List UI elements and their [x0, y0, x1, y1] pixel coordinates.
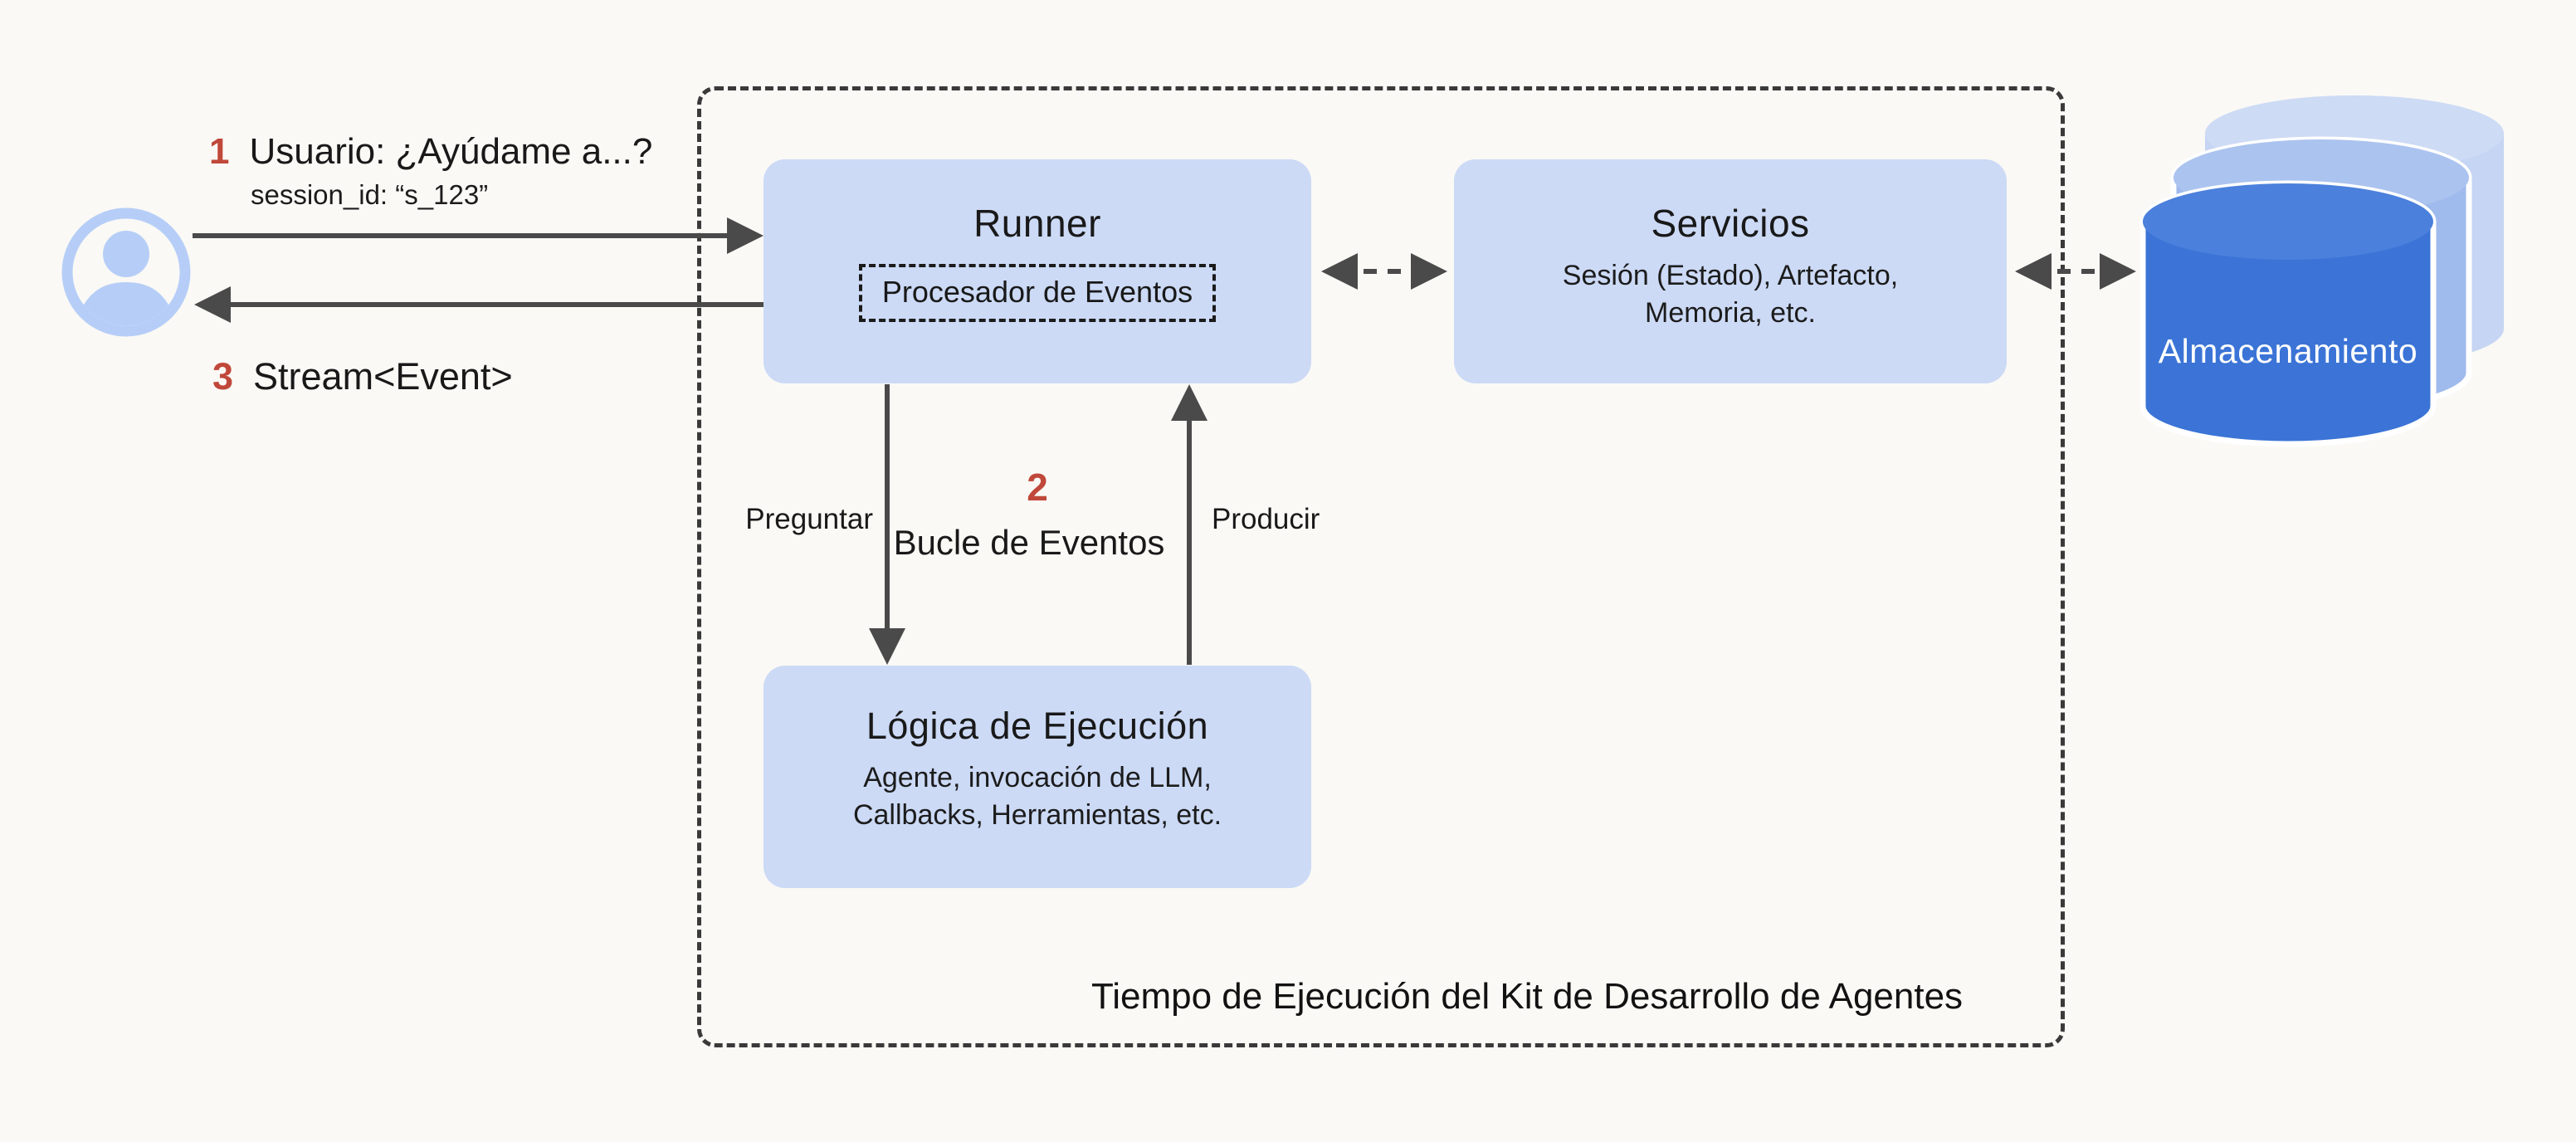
- services-title: Servicios: [1651, 202, 1810, 245]
- step1-label: Usuario: ¿Ayúdame a...?: [249, 131, 653, 172]
- user-icon-ring: [61, 207, 191, 337]
- services-box: Servicios Sesión (Estado), Artefacto, Me…: [1454, 159, 2007, 383]
- runtime-boundary-dashed-border: [697, 86, 2065, 1047]
- stream-return-arrow: [194, 286, 764, 323]
- step1-annotation: 1 Usuario: ¿Ayúdame a...?: [209, 131, 652, 173]
- user-request-arrow: [193, 217, 764, 254]
- runtime-caption: Tiempo de Ejecución del Kit de Desarroll…: [1090, 976, 1964, 1017]
- user-icon: [61, 207, 191, 337]
- storage-database-icon: Almacenamiento: [2139, 95, 2504, 447]
- event-loop-label: Bucle de Eventos: [893, 523, 1165, 562]
- storage-label: Almacenamiento: [2159, 332, 2417, 370]
- user-icon-shoulders: [72, 282, 180, 326]
- execution-logic-subtitle-line2: Callbacks, Herramientas, etc.: [852, 798, 1222, 831]
- event-processor-box: Procesador de Eventos: [858, 264, 1217, 322]
- runner-box: Runner Procesador de Eventos: [764, 159, 1311, 383]
- services-subtitle-line1: Sesión (Estado), Artefacto,: [1562, 260, 1899, 291]
- execution-logic-subtitle: Agente, invocación de LLM, Callbacks, He…: [853, 759, 1222, 834]
- ask-label: Preguntar: [745, 503, 873, 535]
- storage-cylinder-front: [2139, 180, 2437, 447]
- services-subtitle-line2: Memoria, etc.: [1645, 296, 1816, 329]
- session-id-label: session_id: “s_123”: [251, 179, 489, 210]
- services-subtitle: Sesión (Estado), Artefacto, Memoria, etc…: [1563, 257, 1898, 332]
- step1-number: 1: [209, 131, 230, 172]
- step2-number: 2: [1027, 466, 1048, 509]
- execution-logic-title: Lógica de Ejecución: [866, 705, 1209, 747]
- runner-title: Runner: [973, 202, 1101, 245]
- yield-label: Producir: [1212, 503, 1320, 535]
- user-icon-head: [103, 231, 149, 277]
- execution-logic-box: Lógica de Ejecución Agente, invocación d…: [764, 666, 1311, 888]
- step3-number: 3: [212, 355, 234, 398]
- execution-logic-subtitle-line1: Agente, invocación de LLM,: [863, 762, 1212, 793]
- step3-annotation: 3 Stream<Event>: [212, 355, 513, 398]
- step3-label: Stream<Event>: [253, 355, 513, 398]
